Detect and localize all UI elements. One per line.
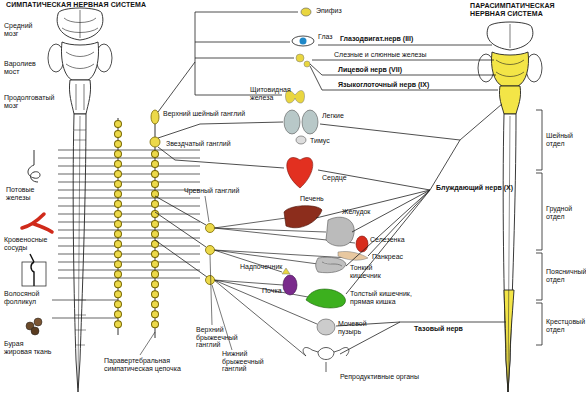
part-label: Кровеносные сосуды: [4, 236, 54, 251]
nerve-label: Лицевой нерв (VII): [338, 66, 402, 74]
section-label: Крестцовый отдел: [546, 318, 584, 333]
part-label: Сердце: [322, 174, 347, 182]
heart: [287, 157, 313, 188]
vagus-nerve: [316, 104, 502, 294]
part-label: Почка: [262, 287, 282, 295]
splanchnic-nerves: [155, 196, 207, 277]
part-label: Толстый кишечник, прямая кишка: [350, 290, 420, 305]
sympathetic-fibers: [158, 12, 298, 168]
part-label: Селезенка: [370, 236, 405, 244]
chain-ganglion-outline: [118, 124, 155, 334]
lung: [284, 110, 300, 134]
system-heading: ПАРАСИМПАТИЧЕСКАЯ НЕРВНАЯ СИСТЕМА: [470, 2, 582, 17]
part-label: Звездчатый ганглий: [166, 140, 231, 148]
part-label: Печень: [300, 195, 324, 203]
stellate-ganglion: [150, 137, 160, 147]
pons: [61, 42, 98, 80]
cord-center-line: [78, 116, 80, 388]
part-label: Щитовидная железа: [250, 86, 288, 101]
salivary-gland: [304, 61, 310, 67]
sacral-cord: [504, 290, 514, 392]
part-label: Чревный ганглий: [184, 187, 239, 195]
adrenal-gland: [282, 268, 290, 274]
part-label: Панкреас: [372, 253, 403, 261]
brown-fat-icon: [31, 327, 39, 335]
nerve-fibers: [52, 150, 200, 318]
part-label: Средний мозг: [4, 22, 44, 37]
large-intestine: [306, 289, 345, 308]
eye: [292, 36, 314, 46]
medulla: [499, 86, 520, 114]
celiac-ganglion: [206, 224, 215, 233]
system-heading: СИМПАТИЧЕСКАЯ НЕРВНАЯ СИСТЕМА: [6, 1, 146, 9]
bladder: [317, 319, 335, 335]
spinal-cord: [73, 114, 86, 392]
part-label: Слезные и слюнные железы: [334, 51, 427, 59]
section-label: Шейный отдел: [546, 132, 584, 147]
spinal-cord: [503, 114, 516, 392]
part-label: Надпочечник: [240, 263, 282, 271]
part-label: Продолговатый мозг: [4, 94, 56, 109]
small-intestine: [316, 257, 346, 272]
part-label: Верхний брыжеечный ганглий: [196, 326, 252, 349]
part-label: Глаз: [318, 33, 333, 41]
pons: [491, 52, 528, 86]
brown-fat-icon: [34, 318, 42, 326]
inferior-mesenteric-ganglion: [206, 276, 215, 285]
part-label: Верхний шейный ганглий: [163, 110, 245, 118]
thymus: [296, 136, 306, 144]
segment-brackets: [536, 110, 542, 345]
brain-detail: [496, 24, 524, 77]
thyroid: [285, 91, 304, 104]
part-label: Бурая жировая ткань: [4, 340, 52, 355]
part-label: Варолиев мост: [4, 60, 44, 75]
medulla: [69, 80, 90, 114]
part-label: Легкие: [322, 112, 344, 120]
nerve-label: Блуждающий нерв (X): [436, 184, 513, 192]
superior-mesenteric-ganglion: [206, 246, 215, 255]
stomach: [326, 217, 354, 246]
brain-detail: [62, 10, 98, 110]
part-label: Желудок: [342, 208, 370, 216]
section-label: Грудной отдел: [546, 205, 584, 220]
pancreas: [338, 251, 368, 260]
part-label: Тонкий кишечник: [350, 264, 395, 279]
eye-iris: [300, 38, 307, 45]
pineal-gland: [301, 8, 311, 16]
kidney: [283, 275, 297, 295]
cord-center-line: [508, 116, 510, 388]
reproductive-organs: [303, 348, 349, 373]
part-label: Репродуктивные органы: [340, 373, 419, 381]
part-label: Паравертебральная симпатическая цепочка: [104, 357, 190, 372]
nerve-label: Глазодвигат.нерв (III): [340, 35, 413, 43]
part-label: Потовые железы: [6, 186, 52, 201]
superior-cervical-ganglion: [151, 110, 159, 124]
cranial-nerves: [310, 45, 498, 90]
hair-icon: [30, 254, 34, 286]
sympathetic-chain-line: [118, 118, 155, 338]
blood-vessel-icon: [22, 214, 52, 232]
part-label: Нижний брыжеечный ганглий: [222, 350, 278, 373]
part-label: Мочевой пузырь: [338, 320, 378, 335]
chain-ganglion: [118, 124, 155, 334]
part-label: Тимус: [310, 137, 330, 145]
part-label: Эпифиз: [316, 7, 342, 15]
lung: [302, 110, 318, 134]
sweat-gland-icon: [28, 150, 40, 182]
part-label: Волосяной фолликул: [4, 290, 54, 305]
cord-segments: [74, 130, 86, 345]
salivary-gland: [296, 54, 304, 62]
nerve-label: Тазовый нерв: [414, 325, 463, 333]
section-label: Поясничный отдел: [546, 268, 584, 283]
spleen: [356, 236, 368, 252]
nerve-label: Языкоглоточный нерв (IX): [338, 81, 429, 89]
liver: [284, 206, 322, 228]
